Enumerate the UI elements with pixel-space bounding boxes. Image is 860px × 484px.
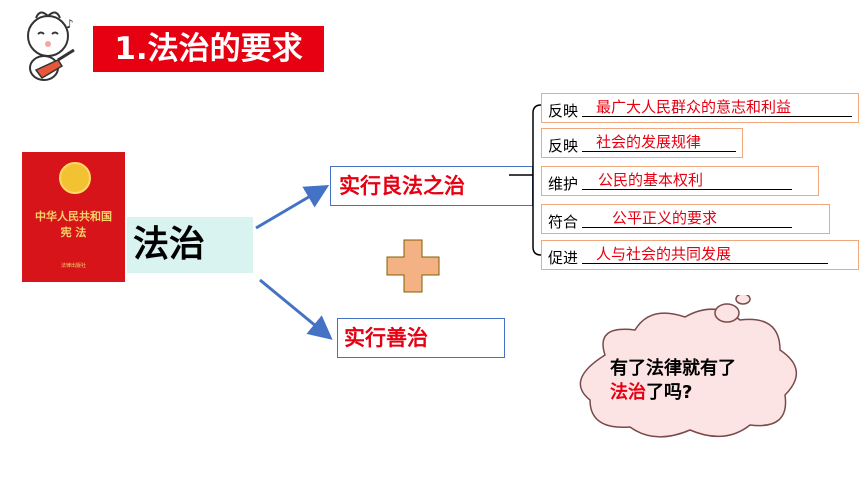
mascot-icon: ♪	[27, 11, 75, 81]
center-concept: 法治	[127, 217, 253, 273]
requirement-row: 反映 社会的发展规律	[541, 128, 743, 158]
page-title: 1.法治的要求	[93, 26, 324, 72]
requirement-row: 促进 人与社会的共同发展	[541, 240, 859, 270]
question-highlight: 法治	[610, 382, 646, 403]
bracket-connector	[509, 104, 542, 256]
branch-arrows	[255, 184, 333, 340]
requirement-value: 人与社会的共同发展	[596, 245, 732, 263]
requirement-label: 维护	[548, 175, 579, 193]
national-emblem-icon	[59, 162, 91, 194]
requirement-value: 公平正义的要求	[612, 209, 718, 227]
svg-text:♪: ♪	[66, 17, 74, 31]
requirement-value: 社会的发展规律	[596, 133, 702, 151]
plus-icon	[386, 239, 440, 293]
requirement-label: 反映	[548, 102, 579, 120]
thought-cloud	[579, 295, 797, 438]
requirement-row: 维护 公民的基本权利	[541, 166, 819, 196]
question-line-1: 有了法律就有了	[610, 358, 736, 379]
book-title: 中华人民共和国	[35, 210, 112, 223]
requirement-label: 促进	[548, 249, 579, 267]
question-line-2: 法治了吗?	[610, 381, 800, 405]
question-text: 有了法律就有了 法治了吗?	[610, 357, 800, 405]
constitution-book-image: 中华人民共和国 宪 法 法律出版社	[22, 152, 125, 282]
requirement-row: 反映 最广大人民群众的意志和利益	[541, 93, 859, 123]
good-governance-box: 实行善治	[337, 318, 505, 358]
requirement-label: 符合	[548, 213, 579, 231]
requirement-value: 公民的基本权利	[598, 171, 704, 189]
question-tail: 了吗?	[646, 382, 693, 403]
good-law-box: 实行良法之治	[330, 166, 533, 206]
book-publisher: 法律出版社	[60, 263, 86, 269]
book-subtitle: 宪 法	[60, 226, 87, 239]
requirement-row: 符合 公平正义的要求	[541, 204, 830, 234]
requirement-label: 反映	[548, 137, 579, 155]
requirement-value: 最广大人民群众的意志和利益	[596, 98, 792, 116]
